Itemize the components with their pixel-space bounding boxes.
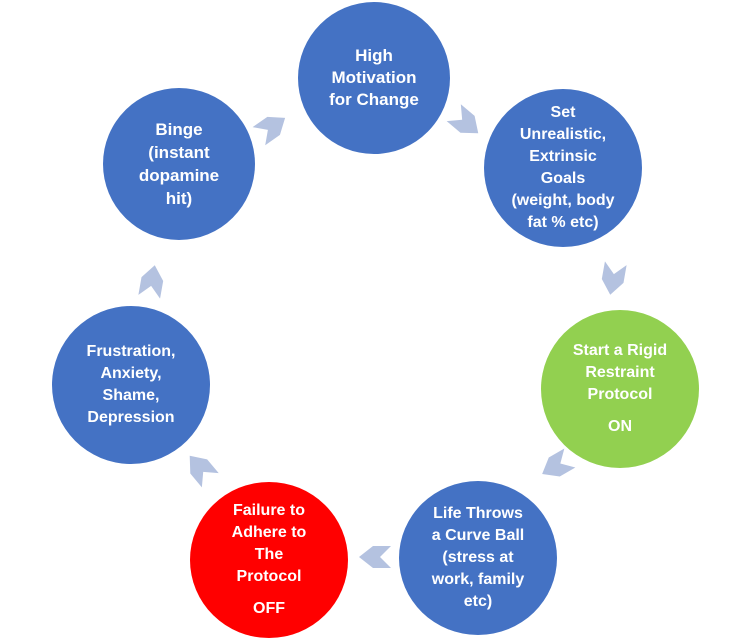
node-start-protocol-label: Start a Rigid Restraint Protocol — [572, 342, 668, 403]
chevron-arrow-icon — [601, 261, 627, 295]
node-set-goals: Set Unrealistic, Extrinsic Goals (weight… — [484, 89, 642, 247]
node-binge-label: Binge (instant dopamine hit) — [138, 120, 220, 208]
chevron-arrow-icon — [252, 116, 286, 146]
node-frustration: Frustration, Anxiety, Shame, Depression — [52, 306, 210, 464]
node-high-motivation-label: High Motivation for Change — [329, 46, 419, 109]
node-curve-ball: Life Throws a Curve Ball (stress at work… — [399, 481, 557, 635]
node-failure: Failure to Adhere to The Protocol OFF — [190, 482, 348, 638]
chevron-arrow-icon — [446, 104, 479, 134]
chevron-arrow-icon — [542, 448, 576, 477]
node-start-protocol-state: ON — [608, 418, 632, 435]
chevron-arrow-icon — [138, 265, 164, 299]
node-binge: Binge (instant dopamine hit) — [103, 88, 255, 240]
node-set-goals-label: Set Unrealistic, Extrinsic Goals (weight… — [511, 104, 615, 231]
node-start-protocol: Start a Rigid Restraint Protocol ON — [541, 310, 699, 468]
node-high-motivation: High Motivation for Change — [298, 2, 450, 154]
node-frustration-label: Frustration, Anxiety, Shame, Depression — [86, 343, 176, 426]
chevron-arrow-icon — [189, 455, 219, 488]
node-curve-ball-label: Life Throws a Curve Ball (stress at work… — [431, 505, 525, 610]
chevron-arrow-icon — [359, 546, 391, 568]
node-failure-label: Failure to Adhere to The Protocol — [231, 502, 307, 585]
node-failure-state: OFF — [253, 600, 285, 617]
